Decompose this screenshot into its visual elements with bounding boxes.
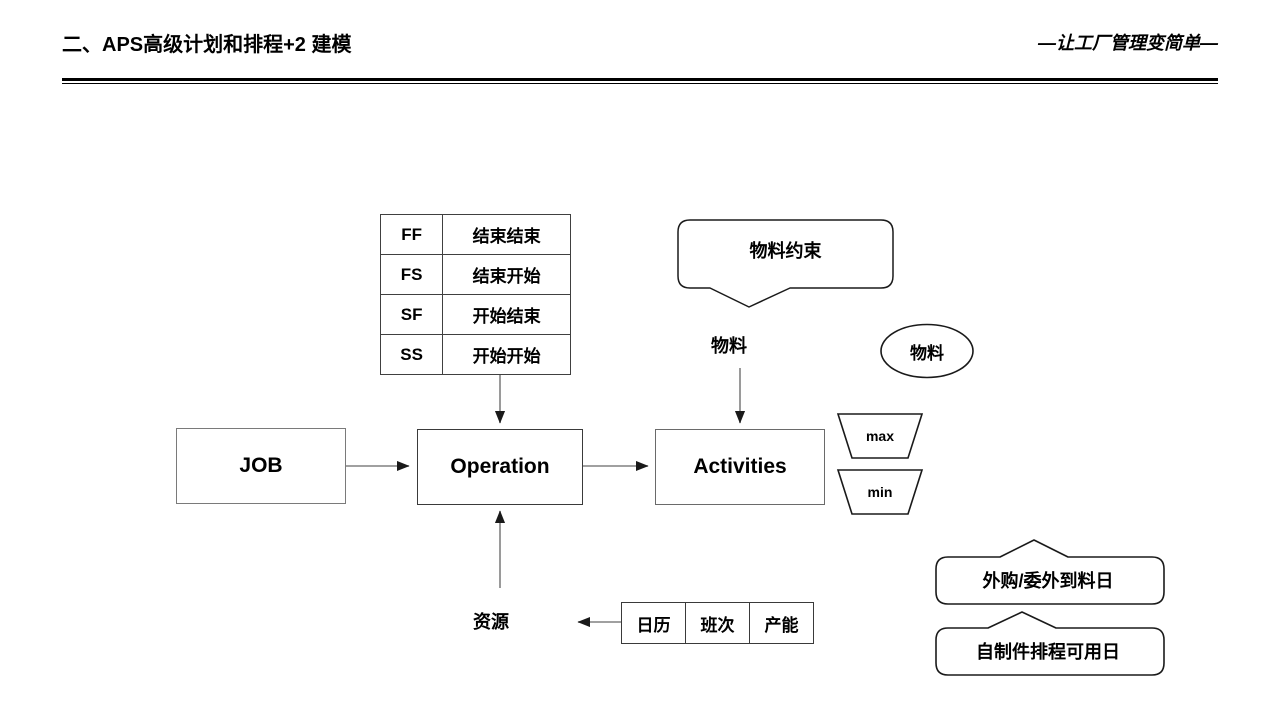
slide-header: 二、APS高级计划和排程+2 建模 —让工厂管理变简单—: [0, 0, 1280, 100]
dependency-desc-ff: 结束结束: [442, 214, 571, 255]
resource-cell-capacity: 产能: [749, 602, 814, 644]
table-row: SS 开始开始: [379, 334, 571, 375]
material-label: 物料: [711, 336, 747, 356]
dependency-desc-ss: 开始开始: [442, 334, 571, 375]
header-divider-thin-line: [62, 83, 1218, 84]
process-box-job: JOB: [176, 428, 346, 504]
table-row: SF 开始结束: [379, 294, 571, 335]
dependency-code-ss: SS: [379, 334, 444, 375]
header-divider-thick-line: [62, 78, 1218, 81]
purchase-arrival-callout-shape: [935, 539, 1165, 605]
material-constraint-callout-shape: [677, 219, 894, 308]
dependency-desc-sf: 开始结束: [442, 294, 571, 335]
resource-cell-shift: 班次: [685, 602, 750, 644]
dependency-type-table: FF 结束结束 FS 结束开始 SF 开始结束 SS 开始开始: [379, 214, 571, 375]
process-box-operation: Operation: [417, 429, 583, 505]
material-ellipse-shape: [880, 323, 974, 379]
resource-cell-calendar: 日历: [621, 602, 686, 644]
header-divider: [62, 78, 1218, 85]
dependency-code-ff: FF: [379, 214, 444, 255]
page-title: 二、APS高级计划和排程+2 建模: [62, 34, 352, 56]
resource-label: 资源: [473, 612, 509, 632]
table-row: FF 结束结束: [379, 214, 571, 255]
process-box-activities: Activities: [655, 429, 825, 505]
table-row: FS 结束开始: [379, 254, 571, 295]
dependency-type-table-body: FF 结束结束 FS 结束开始 SF 开始结束 SS 开始开始: [379, 214, 571, 375]
resource-attribute-table: 日历 班次 产能: [621, 602, 814, 644]
max-trapezoid-shape: [836, 413, 924, 459]
dependency-code-sf: SF: [379, 294, 444, 335]
inhouse-available-callout-shape: [935, 611, 1165, 676]
dependency-desc-fs: 结束开始: [442, 254, 571, 295]
header-slogan: —让工厂管理变简单—: [1038, 33, 1218, 53]
min-trapezoid-shape: [836, 469, 924, 515]
dependency-code-fs: FS: [379, 254, 444, 295]
resource-attribute-table-body: 日历 班次 产能: [621, 602, 814, 644]
table-row: 日历 班次 产能: [621, 602, 814, 644]
